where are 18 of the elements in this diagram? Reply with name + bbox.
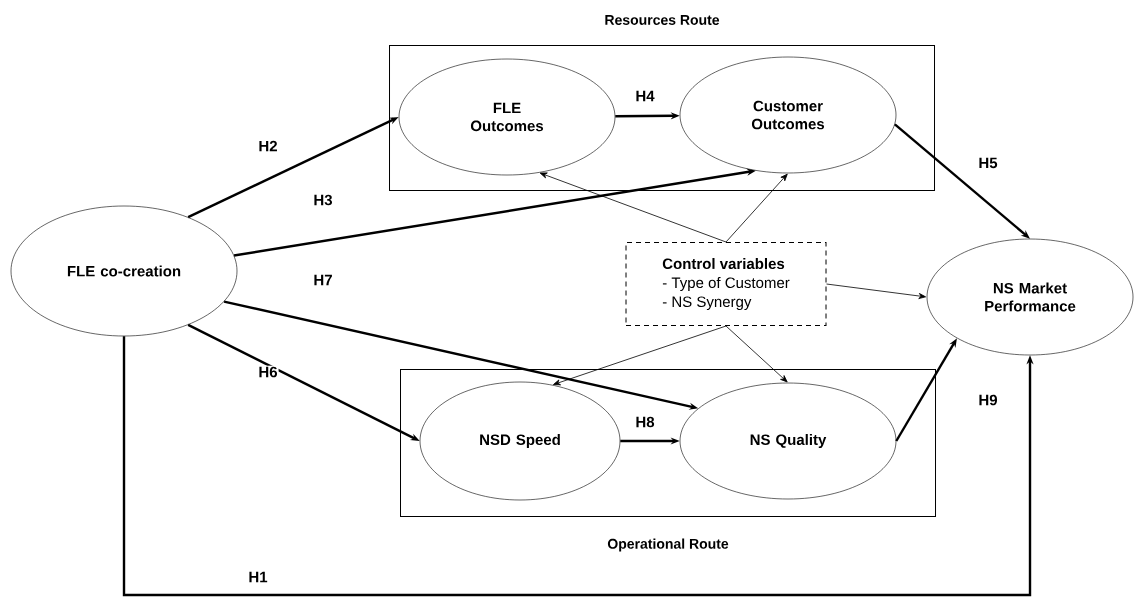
arrow	[894, 123, 1030, 239]
arrow	[553, 325, 727, 386]
edge-label: H2	[257, 139, 279, 153]
route-heading: Operational Route	[607, 538, 729, 552]
edge-label: H8	[634, 415, 656, 429]
arrow	[826, 283, 926, 299]
route-heading: Resources Route	[605, 15, 720, 25]
edge-label: H5	[977, 156, 999, 170]
arrow	[539, 172, 727, 243]
edge-label: H9	[977, 393, 999, 407]
edge-label: H6	[257, 365, 279, 379]
arrow	[725, 325, 788, 383]
edge-label: H7	[312, 273, 334, 287]
arrow	[725, 173, 788, 243]
edge-label: H3	[312, 193, 334, 207]
edge-label: H1	[247, 570, 269, 584]
edge-label: H4	[634, 89, 656, 103]
dashed-box: Control variables - Type of Customer - NS Synergy	[625, 242, 827, 326]
